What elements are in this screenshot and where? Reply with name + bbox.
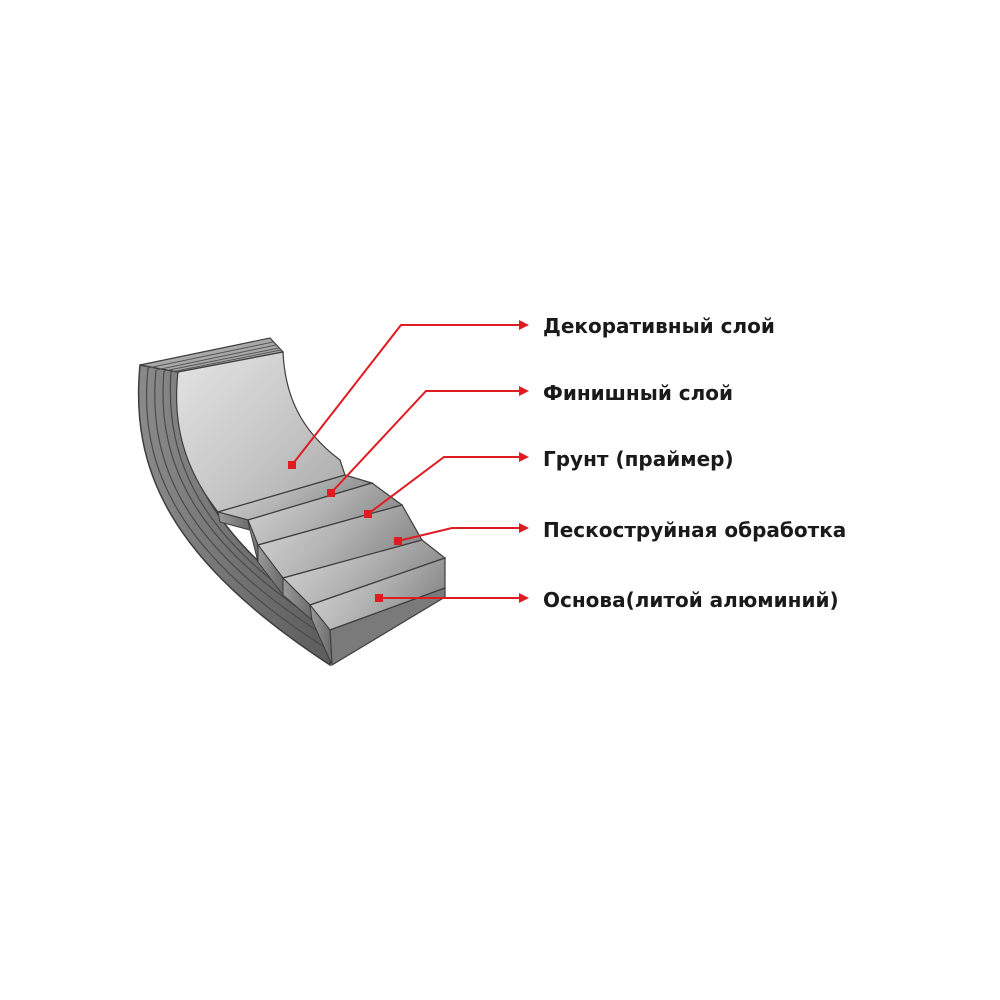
callout-1-arrow: [291, 320, 529, 466]
callout-4: [394, 523, 529, 545]
callouts: [288, 320, 529, 603]
label-primer-layer: Грунт (праймер): [543, 447, 734, 471]
layer-stack: [137, 337, 447, 667]
rim-line-1: [147, 341, 274, 369]
callout-5: [375, 593, 529, 603]
callout-4-arrow: [397, 523, 529, 542]
rim-line-3: [163, 347, 280, 372]
wall-band-1: [145, 367, 333, 653]
callout-1: [288, 320, 529, 469]
label-sandblast-layer: Пескоструйная обработка: [543, 518, 846, 542]
label-base-layer: Основа(литой алюминий): [543, 588, 839, 612]
step-5-riser: [309, 603, 333, 666]
label-decorative-layer: Декоративный слой: [543, 314, 775, 338]
callout-2-arrow: [330, 386, 529, 494]
callout-2: [327, 386, 529, 497]
rim-line-4: [170, 349, 282, 373]
label-finish-layer: Финишный слой: [543, 381, 733, 405]
callout-3: [364, 452, 529, 518]
labels: Декоративный слой Финишный слой Грунт (п…: [543, 314, 846, 612]
callout-3-arrow: [367, 452, 529, 515]
wall-band-3: [162, 370, 333, 631]
rim-line-2: [155, 344, 277, 371]
wall-band-2: [154, 369, 333, 641]
